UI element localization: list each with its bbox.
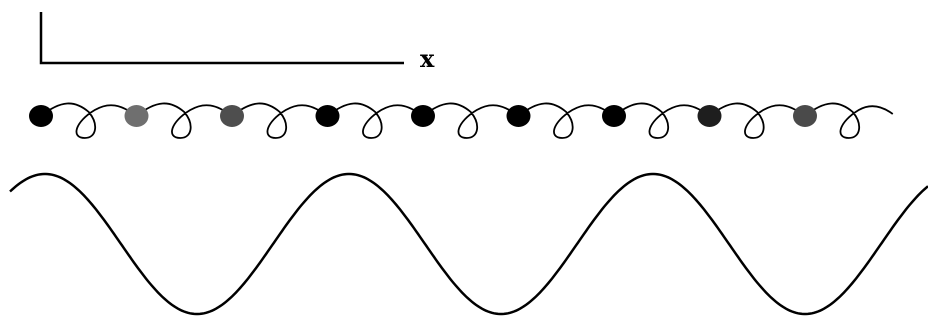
atom	[602, 105, 626, 127]
atom	[29, 105, 53, 127]
x-axis: x	[39, 12, 435, 73]
spring-chain	[40, 102, 894, 139]
x-axis-line	[39, 12, 404, 65]
atom	[411, 105, 435, 127]
atom	[220, 105, 244, 127]
atom	[793, 105, 817, 127]
atom	[315, 105, 340, 127]
x-axis-label: x	[420, 44, 435, 73]
atom-row	[29, 105, 817, 127]
atom	[697, 105, 722, 127]
atom	[506, 105, 531, 127]
wave-curve	[9, 172, 928, 316]
atom	[124, 105, 149, 127]
